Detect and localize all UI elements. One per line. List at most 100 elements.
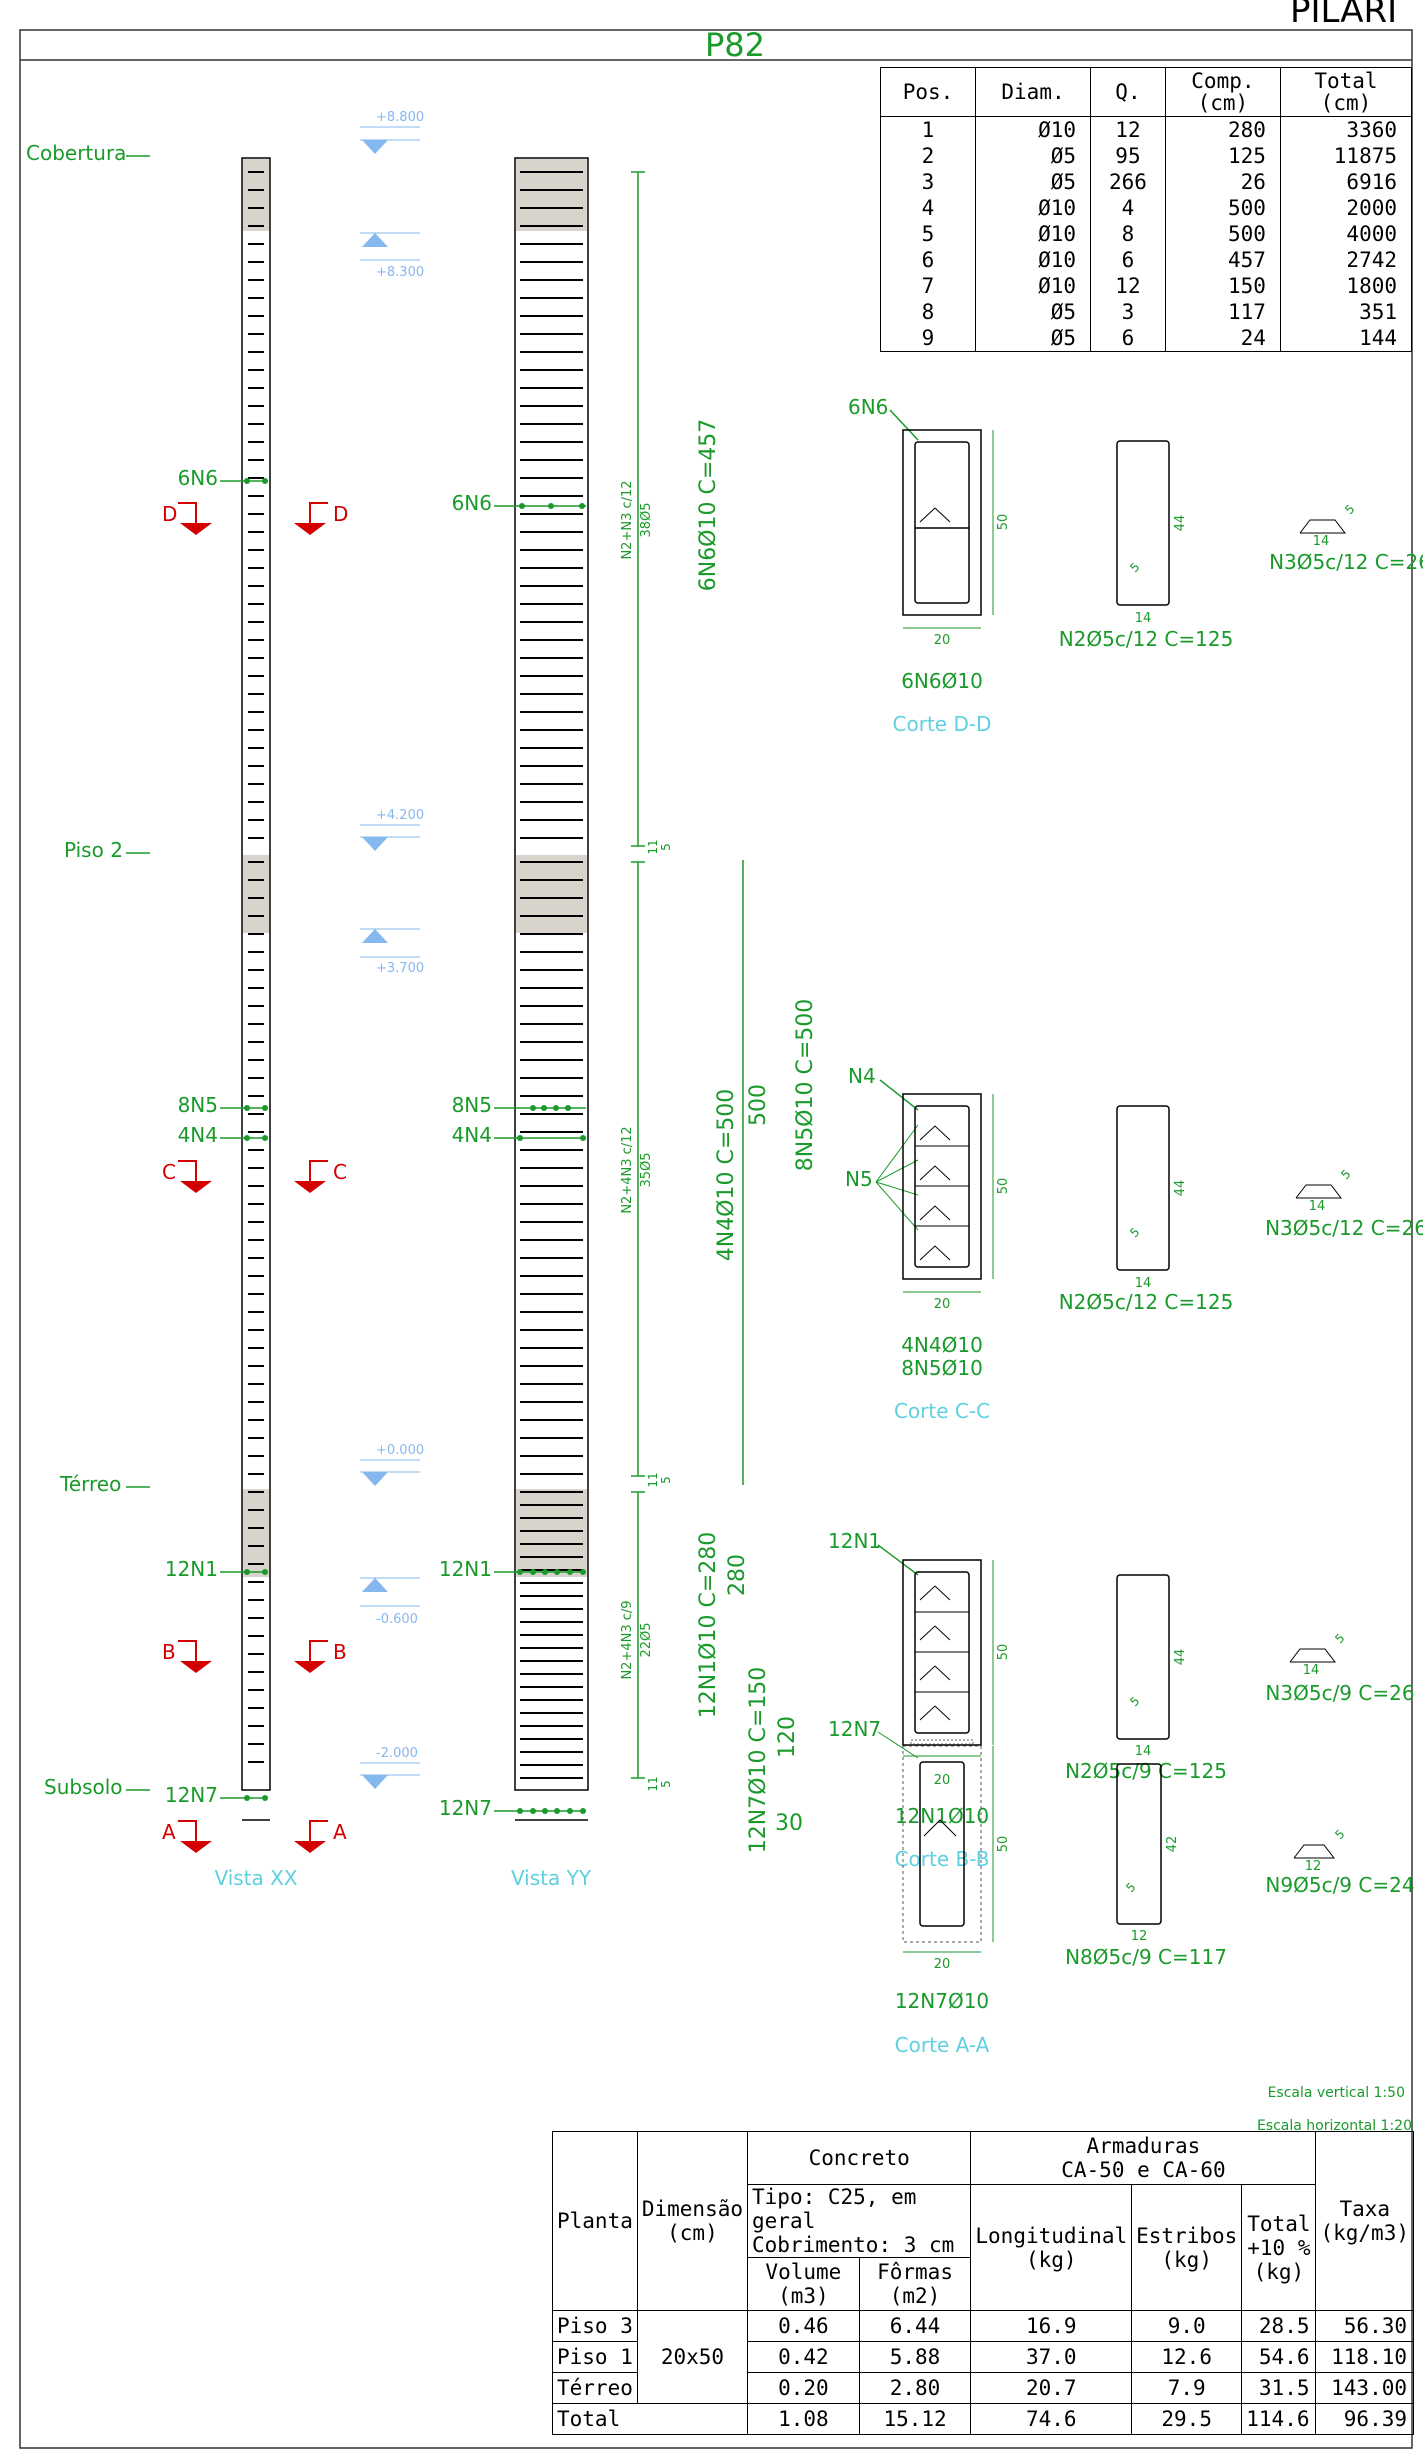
svg-text:6N6Ø10 C=457: 6N6Ø10 C=457 [696, 419, 721, 592]
svg-text:D: D [333, 502, 348, 526]
summary-table: Planta Dimensão (cm) Concreto Armaduras … [551, 2131, 1414, 2435]
svg-text:5: 5 [1342, 502, 1357, 517]
cut-a-left: A [162, 1820, 212, 1853]
dd-n3: N3Ø5c/12 C=26 [1269, 550, 1423, 574]
level-cobertura: Cobertura [26, 141, 126, 165]
svg-text:5: 5 [1127, 1225, 1142, 1240]
hdr-diam: Diam. [974, 67, 1092, 117]
elev-0600: -0.600 [360, 1577, 420, 1627]
elev-3700: +3.700 [360, 928, 424, 976]
elev-8800: +8.800 [360, 110, 424, 154]
callout-12n1: 12N1 [828, 1529, 881, 1553]
hdr-concreto: Concreto [747, 2131, 972, 2185]
hdr-estribos: Estribos (kg) [1131, 2184, 1243, 2311]
svg-text:20: 20 [934, 633, 951, 648]
svg-text:44: 44 [1173, 515, 1188, 532]
hdr-comp: Comp. (cm) [1164, 67, 1281, 117]
cut-c-right: C [294, 1160, 347, 1193]
svg-text:5: 5 [1127, 560, 1142, 575]
svg-text:500: 500 [746, 1084, 771, 1126]
svg-text:A: A [333, 1820, 347, 1844]
svg-text:14: 14 [1309, 1199, 1326, 1214]
svg-text:14: 14 [1135, 611, 1152, 626]
svg-text:+8.800: +8.800 [376, 110, 424, 125]
hdr-planta: Planta [552, 2131, 638, 2311]
svg-text:5: 5 [659, 843, 673, 851]
elevation-markers: +8.800 +8.300 +4.200 +3.700 +0.000 -0.60… [360, 110, 424, 1789]
svg-text:11: 11 [646, 839, 660, 854]
vista-yy-column [514, 157, 589, 1821]
scale-horizontal: Escala horizontal 1:20 [1257, 2118, 1412, 2134]
aa-main: 12N7Ø10 [895, 1989, 989, 2013]
svg-text:12N1Ø10 C=280: 12N1Ø10 C=280 [696, 1532, 721, 1719]
section-dd: 6N6 20 50 6N6Ø10 Corte D-D 44 14 5 N2Ø5c… [848, 395, 1423, 736]
hdr-longitudinal: Longitudinal (kg) [970, 2184, 1133, 2311]
cc-n2: N2Ø5c/12 C=125 [1059, 1290, 1234, 1314]
cc-main-a: 4N4Ø10 [901, 1333, 983, 1357]
svg-text:20: 20 [934, 1773, 951, 1788]
elev-0000: +0.000 [360, 1443, 424, 1486]
svg-text:N2+4N3 c/12: N2+4N3 c/12 [620, 1126, 635, 1213]
label-4n4-yy: 4N4 [452, 1123, 492, 1147]
svg-text:120: 120 [775, 1716, 800, 1758]
svg-text:C: C [162, 1160, 176, 1184]
hdr-tipo: Tipo: C25, em geral Cobrimento: 3 cm [747, 2184, 972, 2258]
svg-text:5: 5 [659, 1476, 673, 1484]
drawing-frame [19, 29, 1413, 2449]
cut-b-right: B [294, 1640, 347, 1673]
callout-6n6: 6N6 [848, 395, 888, 419]
cut-c-left: C [162, 1160, 212, 1193]
svg-text:+0.000: +0.000 [376, 1443, 424, 1458]
aa-n9: N9Ø5c/9 C=24 [1265, 1873, 1414, 1897]
dimension-cell: 20x50 [636, 2310, 749, 2404]
svg-text:50: 50 [996, 1836, 1011, 1853]
cc-main-b: 8N5Ø10 [901, 1356, 983, 1380]
svg-text:42: 42 [1165, 1836, 1180, 1853]
level-piso2: Piso 2 [64, 838, 123, 862]
label-12n1-yy: 12N1 [439, 1557, 492, 1581]
hdr-armaduras: Armaduras CA-50 e CA-60 [970, 2131, 1317, 2185]
svg-text:5: 5 [1127, 1694, 1142, 1709]
svg-text:-0.600: -0.600 [376, 1612, 418, 1627]
svg-text:-2.000: -2.000 [376, 1746, 418, 1761]
level-terreo: Térreo [59, 1472, 121, 1496]
svg-text:12: 12 [1305, 1859, 1322, 1874]
svg-text:A: A [162, 1820, 176, 1844]
hdr-total: Total +10 % (kg) [1241, 2184, 1317, 2311]
section-bb: 12N1 12N7 20 50 12N1Ø10 Corte B-B 44 14 … [828, 1529, 1415, 1871]
svg-text:5: 5 [1332, 1827, 1347, 1842]
section-cc: N4 N5 20 50 4N4Ø10 8N5Ø10 Corte C-C 44 1… [845, 1064, 1423, 1423]
hdr-pos: Pos. [880, 67, 976, 117]
callout-n4: N4 [848, 1064, 876, 1088]
vertical-dimensions [631, 171, 744, 1779]
svg-text:50: 50 [996, 514, 1011, 531]
svg-text:14: 14 [1313, 534, 1330, 549]
svg-text:44: 44 [1173, 1180, 1188, 1197]
cc-label: Corte C-C [894, 1399, 990, 1423]
xx-bar-labels: 6N6 8N5 4N4 12N1 12N7 [165, 466, 268, 1807]
hdr-q: Q. [1090, 67, 1166, 117]
section-aa: 20 50 12N7Ø10 Corte A-A 42 12 5 N8Ø5c/9 … [895, 1745, 1415, 2057]
svg-text:14: 14 [1135, 1276, 1152, 1291]
corner-title: PILARI [1290, 0, 1397, 31]
bb-n2: N2Ø5c/9 C=125 [1065, 1759, 1227, 1783]
label-6n6-xx: 6N6 [178, 466, 218, 490]
vista-xx-column [241, 157, 271, 1821]
svg-text:11: 11 [646, 1776, 660, 1791]
label-12n7-xx: 12N7 [165, 1783, 218, 1807]
elev-2000: -2.000 [360, 1746, 420, 1789]
section-cut-marks: D D C C B B A A [162, 502, 348, 1853]
label-4n4-xx: 4N4 [178, 1123, 218, 1147]
cut-d-right: D [294, 502, 348, 535]
